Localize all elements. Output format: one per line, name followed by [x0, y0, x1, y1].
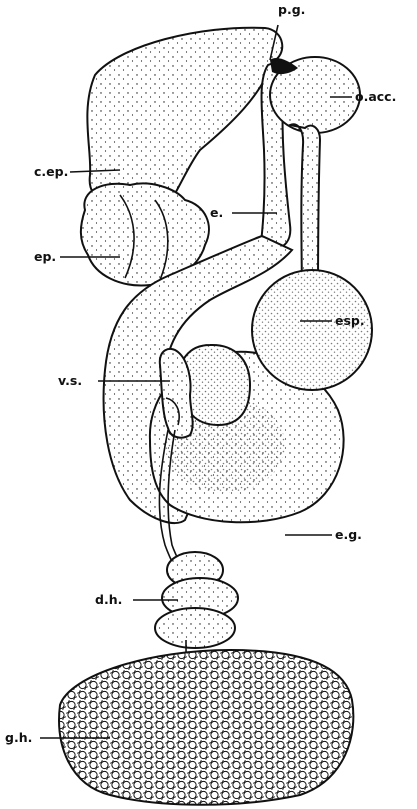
label-ep: ep.	[34, 249, 56, 264]
label-oacc: o.acc.	[355, 89, 396, 104]
hermaphrodite-gland	[59, 650, 353, 805]
label-eg: e.g.	[335, 527, 362, 542]
label-esp: esp.	[335, 313, 365, 328]
label-vs: v.s.	[58, 373, 82, 388]
label-pg: p.g.	[278, 2, 305, 17]
label-cep: c.ep.	[34, 164, 68, 179]
label-dh: d.h.	[95, 592, 122, 607]
label-gh: g.h.	[5, 730, 32, 745]
label-e: e.	[210, 205, 223, 220]
